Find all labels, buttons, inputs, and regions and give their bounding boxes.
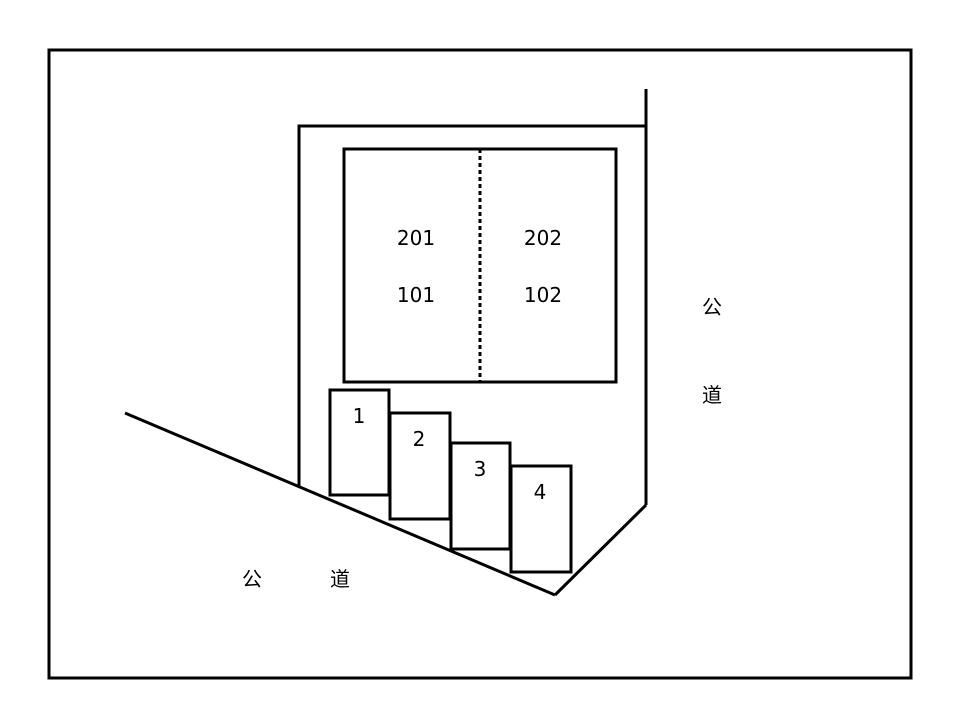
road-edge-line <box>124 411 556 597</box>
unit-202: 202 <box>524 226 562 250</box>
parking-label-4: 4 <box>534 480 547 504</box>
road-right-char-2: 道 <box>702 383 722 407</box>
parking-label-3: 3 <box>474 457 487 481</box>
parking-label-2: 2 <box>413 427 426 451</box>
outer-frame <box>47 48 913 680</box>
unit-102: 102 <box>524 283 562 307</box>
parking-label-1: 1 <box>353 404 366 428</box>
parking-space-2 <box>388 411 452 521</box>
unit-101: 101 <box>397 283 435 307</box>
road-right-char-1: 公 <box>702 295 722 319</box>
lot-boundary <box>297 124 646 487</box>
corner-diagonal <box>553 503 648 597</box>
parking-space-3 <box>449 441 512 551</box>
road-bottom-char-2: 道 <box>330 567 350 591</box>
parking-space-4 <box>509 464 573 574</box>
unit-201: 201 <box>397 226 435 250</box>
road-bottom-char-1: 公 <box>242 567 262 591</box>
